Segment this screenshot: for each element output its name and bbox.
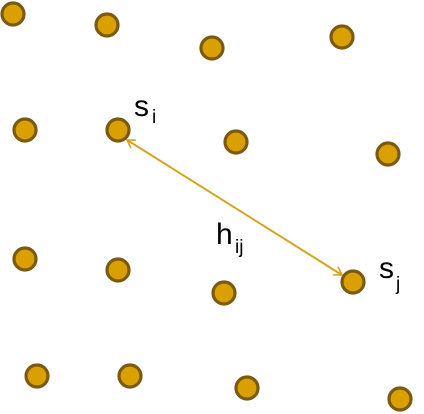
site-point	[12, 246, 38, 272]
site-point	[329, 24, 355, 50]
site-point	[199, 35, 225, 61]
label-sj-main: s	[379, 252, 394, 285]
site-point	[12, 117, 38, 143]
label-hij-subscript: ij	[235, 237, 243, 258]
site-point	[234, 375, 260, 401]
label-sj: s j	[379, 252, 400, 295]
label-si-subscript: i	[152, 107, 156, 128]
site-point	[375, 141, 401, 167]
site-point	[387, 386, 413, 412]
site-point	[94, 12, 120, 38]
label-si-main: s	[134, 90, 149, 123]
label-hij-main: h	[216, 218, 233, 251]
site-points	[0, 1, 413, 412]
site-point	[223, 129, 249, 155]
site-point-sj	[340, 269, 366, 295]
site-point-si	[105, 117, 131, 143]
site-point	[211, 280, 237, 306]
site-point	[24, 363, 50, 389]
distance-arrow	[127, 139, 342, 276]
label-sj-subscript: j	[395, 274, 400, 295]
label-si: s i	[134, 90, 156, 128]
site-point	[0, 1, 26, 27]
label-hij: h ij	[216, 218, 243, 258]
site-point	[117, 363, 143, 389]
site-point	[105, 257, 131, 283]
